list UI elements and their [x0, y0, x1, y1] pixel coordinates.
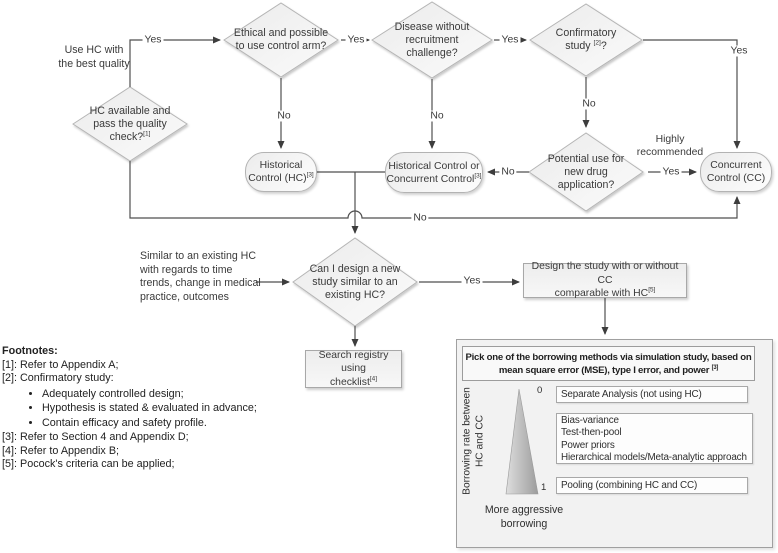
caption-more-aggressive: More aggressive borrowing [484, 504, 564, 530]
footnote-5: [5]: Pocock's criteria can be applied; [2, 458, 175, 471]
decision-new-drug-application-label: Potential use for new drug application? [547, 152, 625, 191]
edge-label-potential-yes: Yes [660, 166, 682, 178]
footnote-4: [4]: Refer to Appendix B; [2, 444, 120, 457]
decision-confirmatory-study-shape [529, 3, 643, 77]
edge-label-ethical-no: No [275, 110, 293, 122]
footnotes-heading: Footnotes: [2, 345, 58, 357]
annotation-use-hc: Use HC with the best quality [58, 44, 130, 70]
edge-quality-no [129, 161, 741, 219]
edge-quality-yes [129, 36, 221, 87]
node-design-study-box: Design the study with or without CC comp… [523, 261, 687, 299]
scale-1-label: 1 [541, 482, 547, 493]
edge-label-disease-no: No [428, 110, 446, 122]
edge-label-confirmatory-yes: Yes [728, 45, 750, 57]
decision-recruitment-challenge-label: Disease without recruitment challenge? [394, 20, 470, 59]
edge-label-confirmatory-no: No [580, 98, 598, 110]
decision-recruitment-challenge-shape [371, 1, 493, 79]
borrowing-panel: Pick one of the borrowing methods via si… [456, 339, 773, 548]
decision-quality-check-label: HC available and pass the quality check?… [89, 104, 171, 143]
method-box-separate-analysis: Separate Analysis (not using HC) [556, 386, 748, 403]
footnote-bullet: Hypothesis is stated & evaluated in adva… [42, 401, 257, 415]
annotation-similar-hc: Similar to an existing HC with regards t… [140, 250, 261, 303]
axis-label-borrowing-rate: Borrowing rate between HC and CC [461, 387, 486, 495]
decision-ethical-control-arm-label: Ethical and possible to use control arm? [233, 27, 329, 52]
scale-0-label: 0 [537, 385, 543, 396]
decision-new-drug-application-shape [528, 132, 644, 212]
node-historical-or-concurrent-control: Historical Control or Concurrent Control… [385, 152, 483, 193]
node-historical-control: Historical Control (HC)[3] [245, 152, 317, 192]
triangle-wedge-icon [505, 388, 539, 495]
footnote-bullet: Adequately controlled design; [42, 387, 257, 401]
footnote-2-bullets: Adequately controlled design; Hypothesis… [2, 387, 257, 430]
panel-title: Pick one of the borrowing methods via si… [462, 346, 755, 381]
edge-label-similar-yes: Yes [461, 275, 483, 287]
edge-label-disease-yes: Yes [499, 34, 521, 46]
decision-design-new-study-label: Can I design a new study similar to an e… [309, 262, 401, 301]
method-box-borrowing-methods: Bias-variance Test-then-pool Power prior… [556, 413, 753, 464]
edge-label-quality-no: No [411, 212, 429, 224]
method-box-pooling: Pooling (combining HC and CC) [556, 477, 748, 494]
decision-ethical-control-arm-shape [223, 2, 339, 78]
node-concurrent-control: Concurrent Control (CC) [700, 152, 772, 192]
footnote-1: [1]: Refer to Appendix A; [2, 358, 119, 371]
edge-label-ethical-yes: Yes [345, 34, 367, 46]
footnote-3: [3]: Refer to Section 4 and Appendix D; [2, 431, 189, 443]
edge-label-quality-yes: Yes [142, 34, 164, 46]
decision-confirmatory-study-label: Confirmatory study [2]? [555, 27, 617, 52]
decision-quality-check-shape [72, 86, 188, 162]
decision-design-new-study-shape [292, 237, 418, 327]
edge-label-potential-no: No [499, 166, 517, 178]
node-search-registry-box: Search registry using checklist[4] [305, 350, 402, 388]
footnote-2: [2]: Confirmatory study: [2, 372, 114, 385]
annotation-highly-recommended: Highly recommended [636, 134, 704, 158]
footnote-bullet: Contain efficacy and safety profile. [42, 416, 257, 430]
footnotes: Footnotes: [1]: Refer to Appendix A; [2]… [2, 345, 257, 472]
edge-confirmatory-yes [643, 39, 741, 149]
